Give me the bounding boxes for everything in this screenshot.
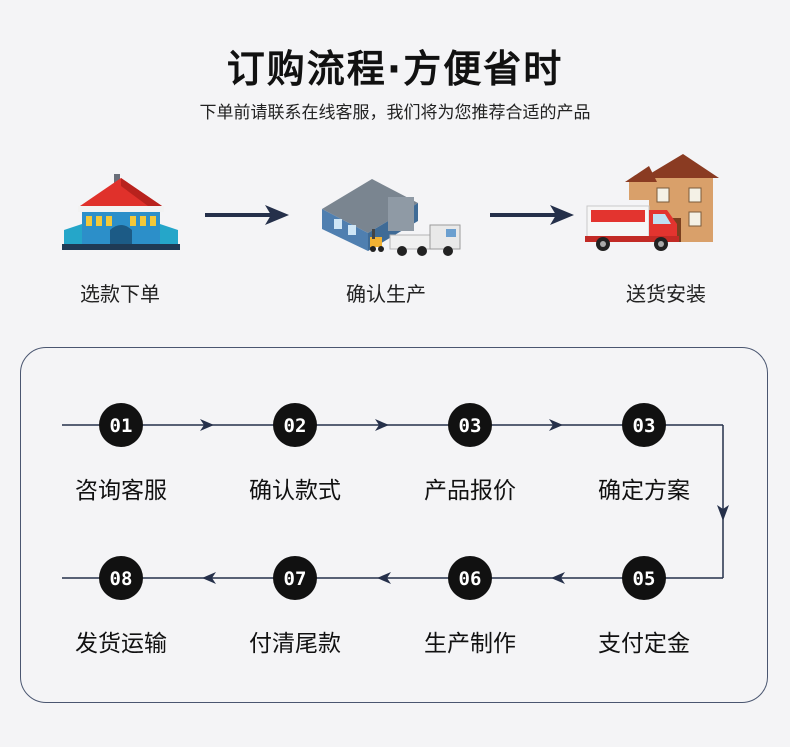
step-badge bbox=[99, 556, 143, 600]
arrow-head-left-3 bbox=[551, 572, 565, 584]
factory-truck-icon bbox=[318, 173, 464, 259]
step-badge bbox=[622, 403, 666, 447]
step-label: 产品报价 bbox=[424, 478, 516, 504]
step-label-order: 选款下单 bbox=[80, 282, 160, 306]
step-badge bbox=[448, 403, 492, 447]
step-badge bbox=[273, 556, 317, 600]
step-label: 确定方案 bbox=[598, 478, 690, 504]
step-number: 08 bbox=[110, 568, 133, 590]
arrow-head-right-3 bbox=[549, 419, 563, 431]
step-number: 02 bbox=[284, 415, 307, 437]
step-number: 01 bbox=[110, 415, 133, 437]
step-number: 06 bbox=[459, 568, 482, 590]
page-title: 订购流程·方便省时 bbox=[226, 47, 564, 91]
step-badge bbox=[273, 403, 317, 447]
step-badge bbox=[622, 556, 666, 600]
arrow-head-right-1 bbox=[200, 419, 214, 431]
delivery-house-icon bbox=[585, 148, 725, 260]
step-number: 07 bbox=[284, 568, 307, 590]
step-number: 03 bbox=[633, 415, 656, 437]
step-label-delivery: 送货安装 bbox=[626, 282, 706, 306]
step-label: 生产制作 bbox=[424, 631, 516, 657]
page-subtitle: 下单前请联系在线客服，我们将为您推荐合适的产品 bbox=[199, 103, 591, 123]
arrow-head-right-2 bbox=[375, 419, 389, 431]
step-number: 05 bbox=[633, 568, 656, 590]
arrow-right-icon bbox=[490, 205, 574, 225]
step-badge bbox=[99, 403, 143, 447]
arrow-head-left-1 bbox=[202, 572, 216, 584]
arrow-head-down bbox=[717, 505, 729, 521]
arrow-head-left-2 bbox=[377, 572, 391, 584]
store-building-icon bbox=[62, 172, 180, 254]
step-label: 发货运输 bbox=[75, 631, 167, 657]
step-label: 支付定金 bbox=[598, 631, 690, 657]
step-label: 付清尾款 bbox=[249, 631, 341, 657]
step-badge bbox=[448, 556, 492, 600]
step-number: 03 bbox=[459, 415, 482, 437]
step-label-confirm-production: 确认生产 bbox=[346, 282, 426, 306]
step-label: 确认款式 bbox=[249, 478, 341, 504]
step-label: 咨询客服 bbox=[75, 478, 167, 504]
arrow-right-icon bbox=[205, 205, 289, 225]
